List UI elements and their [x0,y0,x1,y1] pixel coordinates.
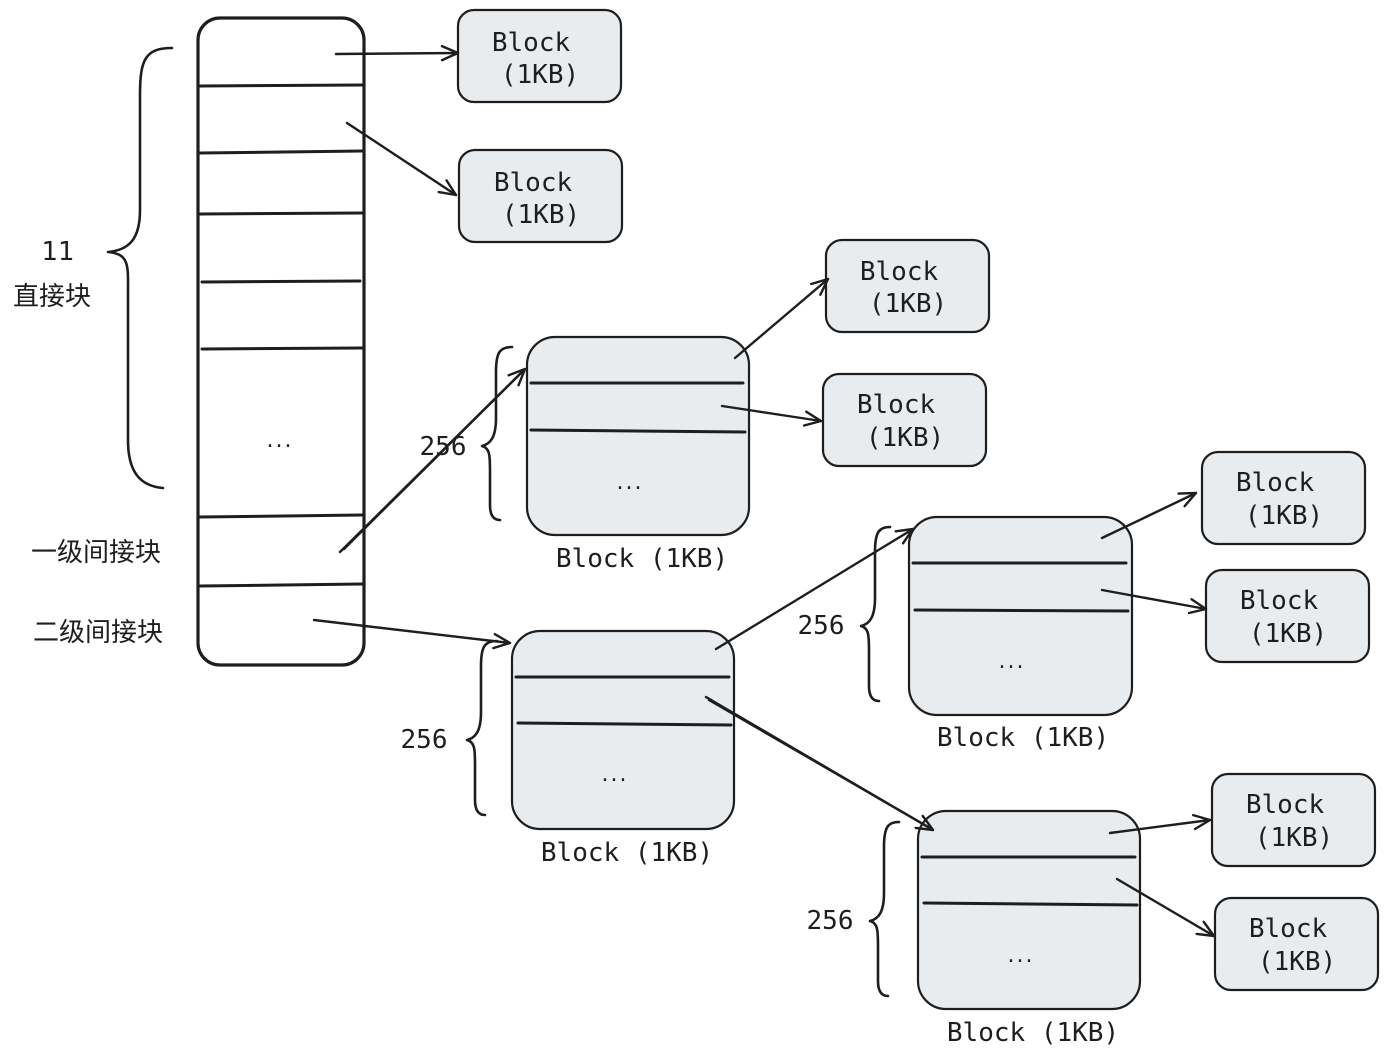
index-block-shape [525,335,751,537]
arrow-single-entry-2 [720,404,823,427]
index-block-caption: Block (1KB) [556,544,728,574]
double-indirect-block: ... Block (1KB) [510,629,736,868]
arrow-single-entry-1 [733,277,830,360]
direct-blocks-brace [106,46,174,490]
index-ellipsis: ... [999,649,1026,674]
block-title: Block [494,168,573,198]
block-title: Block [860,257,939,287]
arrow-double-indirect [312,618,512,650]
slot-divider [198,149,364,155]
second-a-target-block-1: Block (1KB) [1200,450,1367,546]
single-target-block-2: Block (1KB) [821,372,988,468]
block-shape [1210,772,1377,868]
single-indirect-block: ... Block (1KB) [525,335,751,574]
block-title: Block [492,28,571,58]
arrow-second-a-entry-2 [1100,588,1208,615]
double-indirect-count: 256 [401,725,448,755]
index-block-caption: Block (1KB) [541,838,713,868]
arrow-direct-2 [345,121,458,197]
second-a-target-block-2: Block (1KB) [1204,568,1371,664]
single-indirect-count: 256 [420,432,467,462]
block-title: Block [857,390,936,420]
block-size: (1KB) [869,289,947,319]
second-level-block-b: ... Block (1KB) [916,809,1142,1048]
inode-column [196,16,366,667]
index-entry-divider [922,901,1139,907]
block-size: (1KB) [1245,501,1323,531]
arrow-second-b-entry-2 [1115,877,1216,938]
block-shape [1204,568,1371,664]
column-ellipsis: ... [267,428,294,453]
double-indirect-brace [465,639,499,817]
direct-block-2: Block (1KB) [457,148,624,244]
direct-blocks-label: 直接块 [13,282,91,312]
index-block-caption: Block (1KB) [947,1018,1119,1048]
single-target-block-1: Block (1KB) [824,238,991,334]
second-level-a-count: 256 [798,611,845,641]
slot-divider [198,513,364,519]
index-entry-divider [529,428,747,434]
arrow-second-b-entry-1 [1108,813,1212,835]
block-title: Block [1240,586,1319,616]
index-entry-divider [913,608,1130,613]
block-size: (1KB) [866,423,944,453]
second-b-target-block-1: Block (1KB) [1210,772,1377,868]
slot-divider [198,582,364,588]
slot-divider [200,279,362,284]
direct-count-label: 11 [41,237,74,267]
index-ellipsis: ... [1008,943,1035,968]
direct-block-1: Block (1KB) [456,8,623,104]
arrow-double-entry-2-stroke [707,698,932,830]
block-title: Block [1246,790,1325,820]
single-indirect-brace [480,345,514,522]
block-shape [1200,450,1367,546]
second-level-b-count: 256 [807,906,854,936]
arrow-second-a-entry-1 [1100,491,1198,540]
pointer-arrows [312,44,1216,938]
block-shape [1213,896,1380,992]
index-ellipsis: ... [617,470,644,495]
block-title: Block [1249,914,1328,944]
block-size: (1KB) [1255,823,1333,853]
arrow-double-entry-1 [714,527,915,651]
block-size: (1KB) [1258,947,1336,977]
arrow-single-indirect-stroke [342,371,523,551]
slot-divider [198,83,364,88]
block-title: Block [1236,468,1315,498]
slot-divider [200,346,364,351]
index-block-shape [510,629,736,831]
index-block-shape [907,515,1134,717]
block-size: (1KB) [1249,619,1327,649]
block-shape [457,148,624,244]
block-shape [821,372,988,468]
block-size: (1KB) [502,200,580,230]
second-level-block-a: ... Block (1KB) [907,515,1134,753]
second-level-a-brace [859,525,892,703]
index-entry-divider [516,721,733,727]
index-block-shape [916,809,1142,1011]
block-size: (1KB) [501,60,579,90]
double-indirect-label: 二级间接块 [33,618,163,648]
second-level-b-brace [868,820,901,998]
inode-pointer-table: ... [196,16,366,667]
second-b-target-block-2: Block (1KB) [1213,896,1380,992]
index-ellipsis: ... [602,762,629,787]
arrow-direct-1 [334,44,460,62]
single-indirect-label: 一级间接块 [31,538,161,568]
slot-divider [198,211,364,216]
index-block-caption: Block (1KB) [937,723,1109,753]
